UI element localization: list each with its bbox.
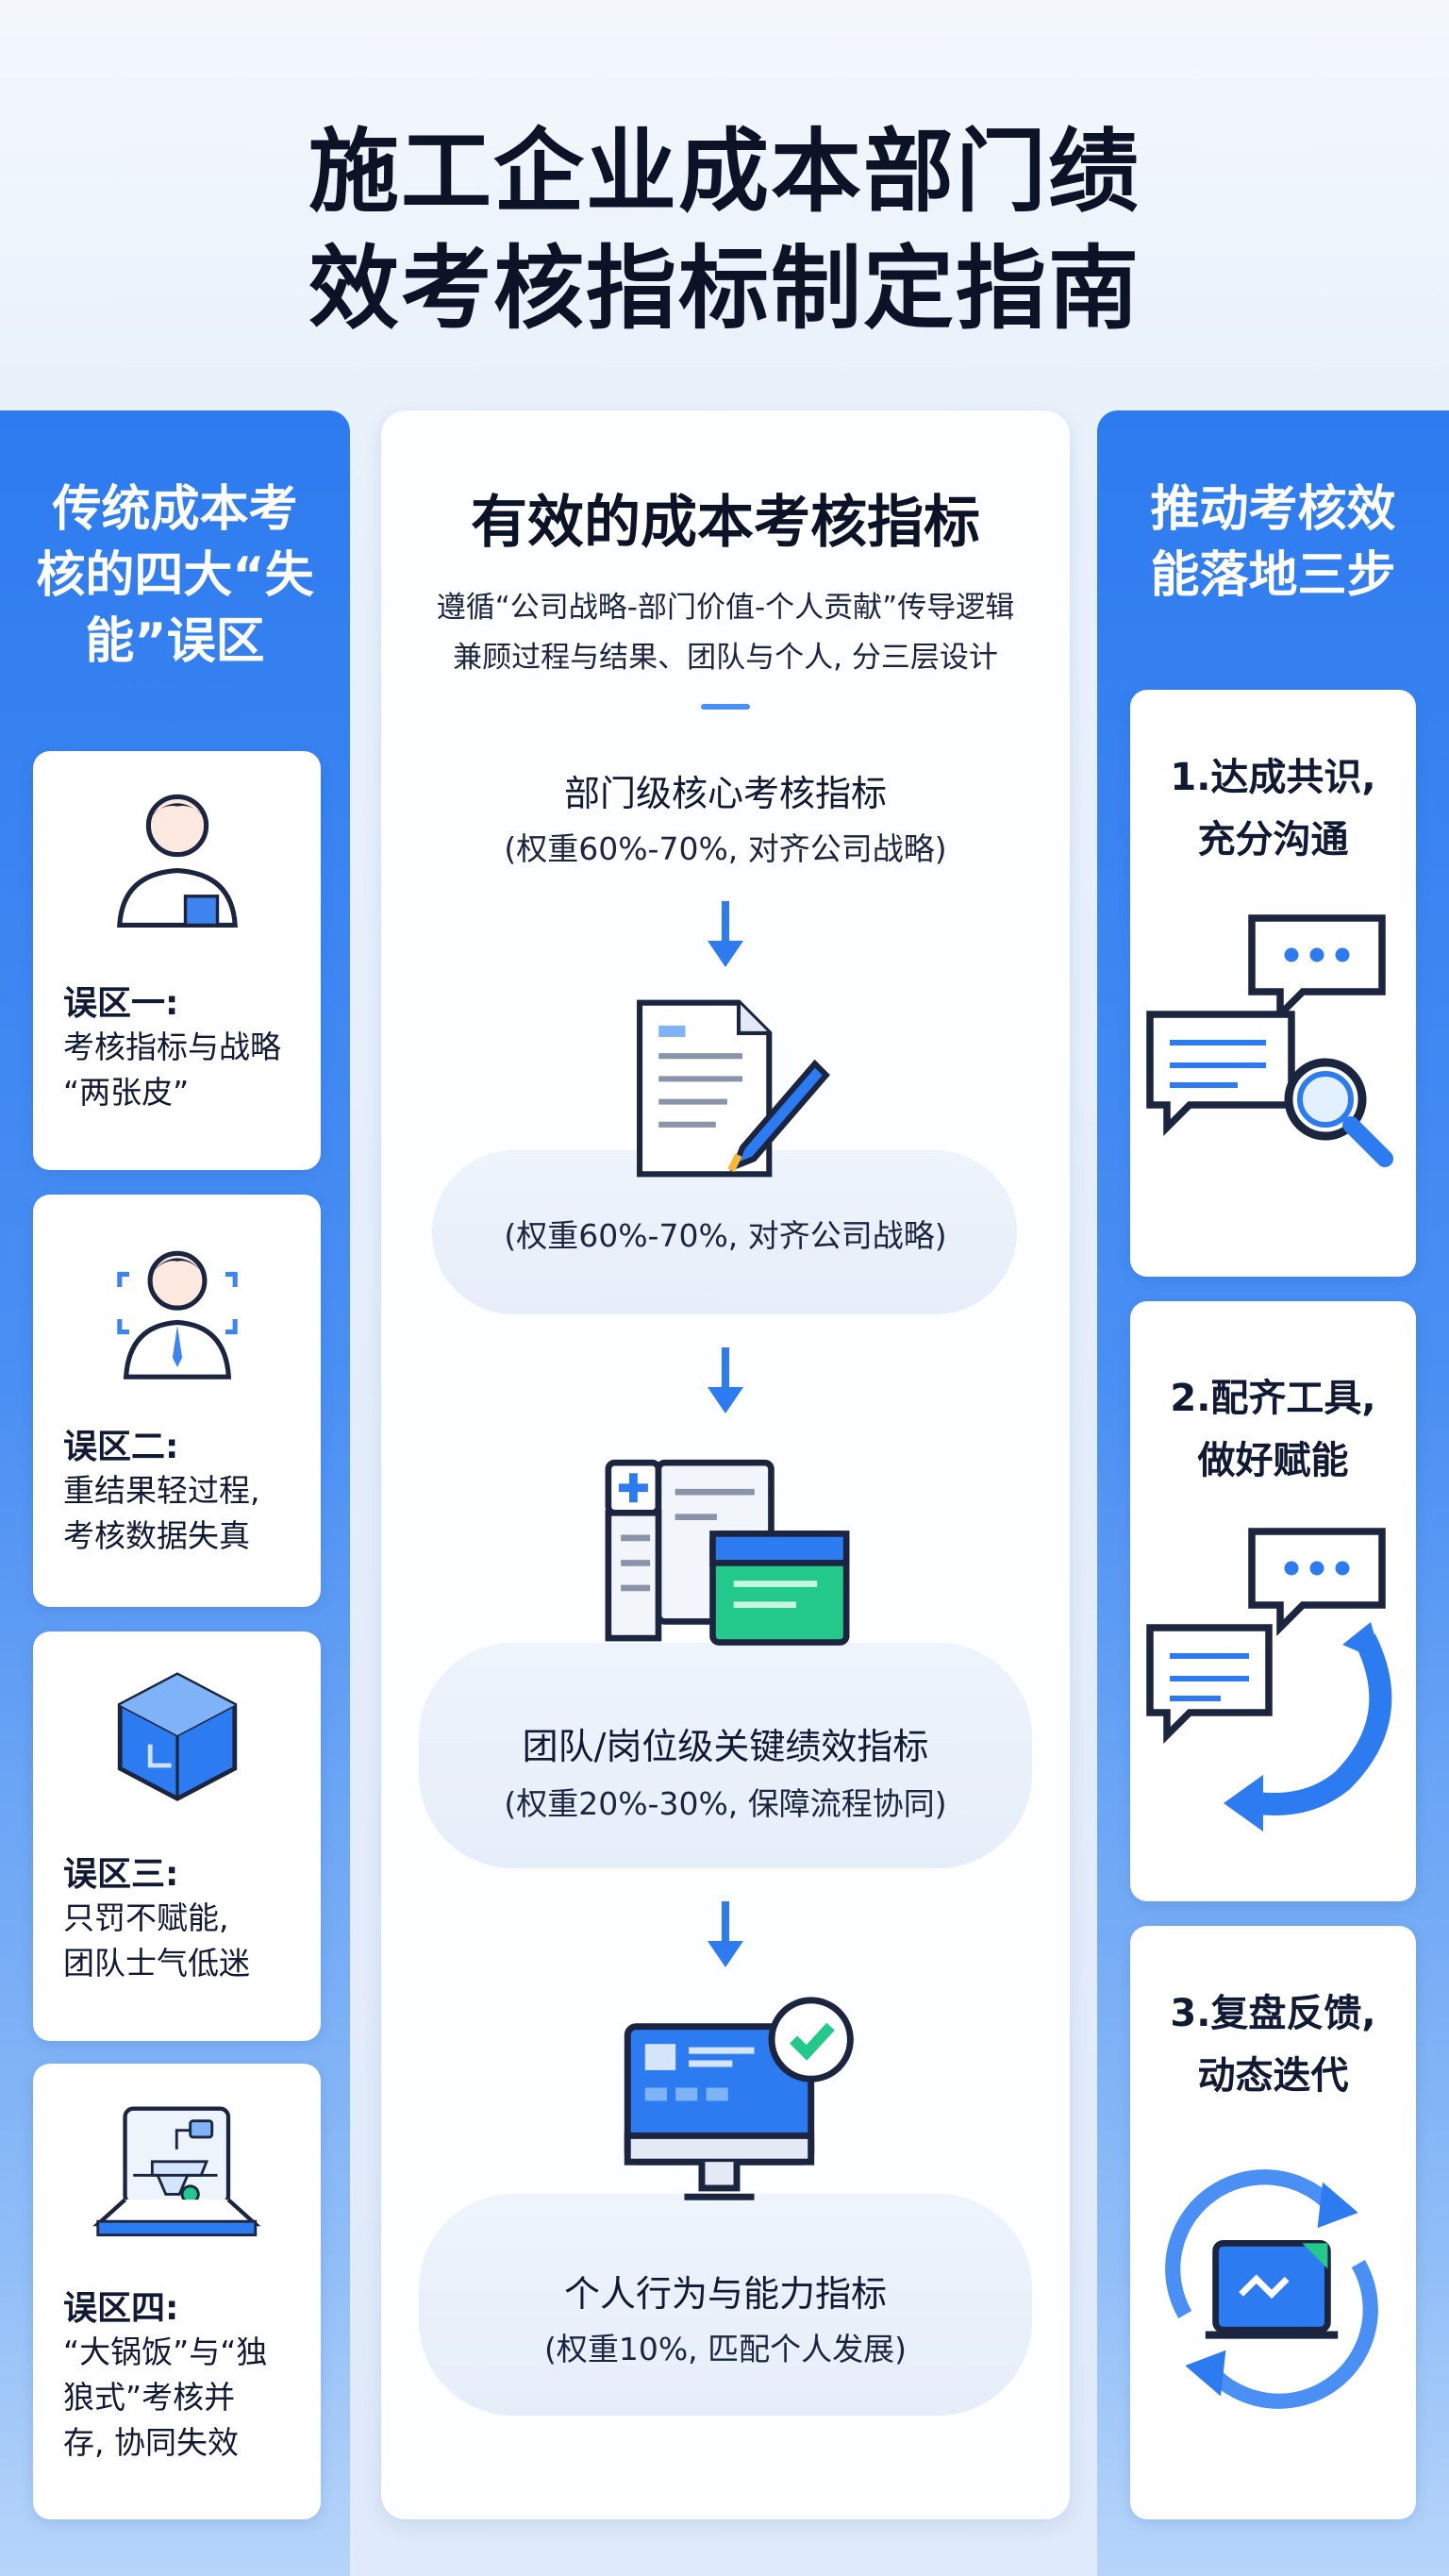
- misconception-card-1: 误区一: 考核指标与战略 “两张皮”: [33, 751, 321, 1170]
- center-subtitle-1: 遵循“公司战略-部门价值-个人贡献”传导逻辑: [436, 591, 1015, 625]
- misconceptions-heading: 传统成本考 核的四大“失 能”误区: [36, 481, 314, 670]
- tier3-note: (权重10%, 匹配个人发展): [543, 2331, 908, 2367]
- laptop-flow-icon: [92, 2106, 260, 2237]
- tier2-title: 团队/岗位级关键绩效指标: [522, 1726, 929, 1767]
- chat-search-icon: [1146, 914, 1393, 1167]
- misconception-label: 误区四:: [63, 2289, 179, 2328]
- tier2-pill: [419, 1643, 1032, 1868]
- misconception-label: 误区一:: [63, 984, 179, 1023]
- effective-indicators-panel: 有效的成本考核指标 遵循“公司战略-部门价值-个人贡献”传导逻辑 兼顾过程与结果…: [381, 410, 1070, 2519]
- person-focus-icon: [116, 1250, 238, 1380]
- misconception-card-4: 误区四: “大锅饭”与“独 狼式”考核并 存, 协同失效: [33, 2064, 321, 2519]
- document-pen-icon: [637, 999, 830, 1178]
- misconception-card-2: 误区二: 重结果轻过程, 考核数据失真: [33, 1195, 321, 1607]
- step-card-2: 2.配齐工具, 做好赋能: [1130, 1301, 1416, 1901]
- arrow-down-icon: [708, 1347, 743, 1413]
- step-card-3: 3.复盘反馈, 动态迭代: [1130, 1926, 1416, 2519]
- step-text: 3.复盘反馈, 动态迭代: [1170, 1992, 1376, 2098]
- center-subtitle-2: 兼顾过程与结果、团队与个人, 分三层设计: [453, 641, 998, 675]
- misconception-label: 误区二:: [63, 1428, 179, 1466]
- misconception-text: 考核指标与战略 “两张皮”: [63, 1029, 281, 1111]
- chat-cycle-icon: [1146, 1528, 1392, 1832]
- misconception-text: 重结果轻过程, 考核数据失真: [63, 1472, 260, 1554]
- cube-icon: [117, 1672, 237, 1801]
- step-text: 1.达成共识, 充分沟通: [1170, 756, 1376, 861]
- monitor-check-icon: [624, 1997, 854, 2200]
- tier3-title: 个人行为与能力指标: [563, 2273, 887, 2315]
- tier1-note: (权重60%-70%, 对齐公司战略): [504, 830, 947, 867]
- tier1-title: 部门级核心考核指标: [563, 773, 887, 814]
- tier1-pill-note: (权重60%-70%, 对齐公司战略): [504, 1217, 947, 1254]
- arrow-down-icon: [708, 1901, 743, 1967]
- misconception-card-3: 误区三: 只罚不赋能, 团队士气低迷: [33, 1631, 321, 2041]
- title-line-2: 效考核指标制定指南: [308, 236, 1141, 342]
- forms-icon: [605, 1459, 850, 1646]
- page-title: 施工企业成本部门绩 效考核指标制定指南: [0, 113, 1449, 347]
- tier3-pill: [419, 2194, 1032, 2416]
- refresh-laptop-icon: [1165, 2169, 1378, 2409]
- person-with-laptop-icon: [116, 794, 238, 928]
- implementation-heading: 推动考核效 能落地三步: [1150, 481, 1396, 604]
- center-title: 有效的成本考核指标: [471, 490, 980, 556]
- misconception-text: 只罚不赋能, 团队士气低迷: [63, 1899, 250, 1982]
- tier2-note: (权重20%-30%, 保障流程协同): [504, 1785, 947, 1822]
- misconception-label: 误区三:: [63, 1855, 179, 1894]
- misconception-text: “大锅饭”与“独 狼式”考核并 存, 协同失效: [63, 2333, 268, 2461]
- arrow-down-icon: [708, 901, 743, 967]
- step-card-1: 1.达成共识, 充分沟通: [1130, 690, 1416, 1277]
- title-line-1: 施工企业成本部门绩: [308, 119, 1141, 225]
- step-text: 2.配齐工具, 做好赋能: [1170, 1377, 1376, 1482]
- tier1-pill: (权重60%-70%, 对齐公司战略): [432, 1150, 1017, 1314]
- divider: [701, 704, 750, 710]
